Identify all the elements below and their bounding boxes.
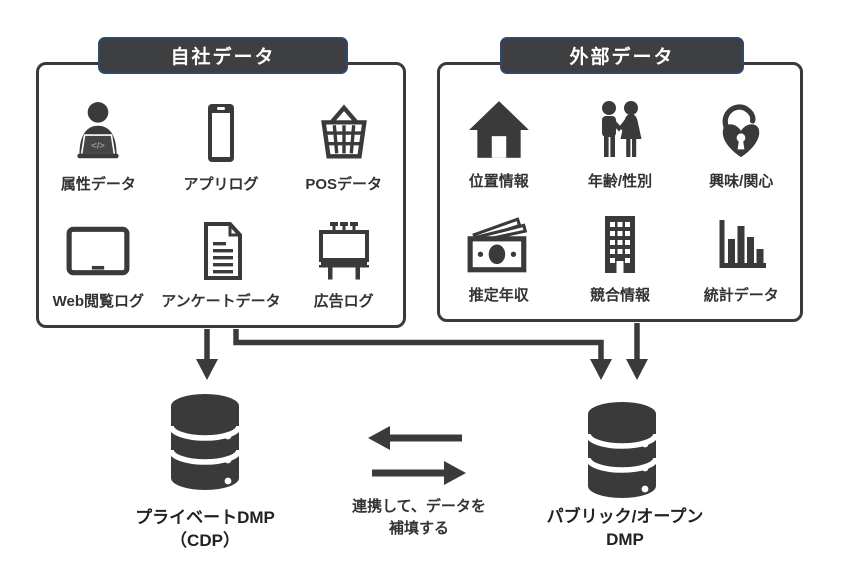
- item-label: Web閲覧ログ: [52, 293, 145, 310]
- house-icon: [466, 97, 532, 165]
- item-label: 推定年収: [468, 287, 529, 304]
- document-icon: [189, 217, 253, 285]
- item-competitor-info: 競合情報: [551, 199, 688, 313]
- item-label: POSデータ: [305, 176, 382, 193]
- tablet-icon: [65, 217, 131, 285]
- item-interest: 興味/関心: [689, 85, 794, 199]
- item-survey-data: アンケートデータ: [152, 202, 291, 319]
- item-location-info: 位置情報: [446, 85, 551, 199]
- item-ad-log: 広告ログ: [290, 202, 397, 319]
- exchange-note-line2: 補填する: [388, 519, 449, 537]
- private-dmp-label-line2: （CDP）: [170, 530, 240, 550]
- bar-chart-icon: [709, 211, 773, 279]
- item-age-gender: 年齢/性別: [551, 85, 688, 199]
- couple-icon: [588, 97, 652, 165]
- public-dmp-label-line1: パブリック/オープン: [546, 507, 704, 526]
- public-dmp-label-line2: DMP: [606, 529, 644, 549]
- item-pos-data: POSデータ: [290, 85, 397, 202]
- building-icon: [588, 211, 652, 279]
- item-label: 年齢/性別: [587, 173, 653, 190]
- external-data-header: 外部データ: [500, 37, 744, 74]
- shopping-basket-icon: [313, 100, 375, 168]
- money-icon: [466, 211, 532, 279]
- svg-text:</>: </>: [92, 140, 106, 150]
- item-attribute-data: </> 属性データ: [45, 85, 152, 202]
- smartphone-icon: [189, 100, 253, 168]
- heart-lock-icon: [710, 97, 772, 165]
- item-web-log: Web閲覧ログ: [45, 202, 152, 319]
- public-dmp-database-icon: [584, 401, 660, 504]
- private-dmp-label: プライベートDMP （CDP）: [95, 507, 315, 553]
- item-statistics-data: 統計データ: [689, 199, 794, 313]
- item-label: 統計データ: [703, 287, 779, 304]
- swap-arrows-icon: [368, 426, 466, 485]
- private-dmp-database-icon: [167, 393, 243, 496]
- external-data-box: 位置情報 年: [437, 62, 803, 322]
- person-laptop-icon: </>: [65, 100, 131, 168]
- public-dmp-label: パブリック/オープン DMP: [520, 506, 730, 552]
- exchange-note-line1: 連携して、データを: [352, 498, 486, 515]
- own-data-box: </> 属性データ アプリログ: [36, 62, 406, 328]
- item-app-log: アプリログ: [152, 85, 291, 202]
- item-label: 競合情報: [589, 287, 650, 304]
- item-label: 位置情報: [468, 173, 529, 190]
- item-estimated-income: 推定年収: [446, 199, 551, 313]
- item-label: 広告ログ: [313, 293, 374, 310]
- own-data-items: </> 属性データ アプリログ: [45, 85, 397, 319]
- exchange-note: 連携して、データを 補填する: [330, 496, 508, 540]
- private-dmp-label-line1: プライベートDMP: [135, 508, 275, 527]
- item-label: アンケートデータ: [161, 293, 281, 310]
- own-data-header: 自社データ: [98, 37, 348, 74]
- item-label: アプリログ: [183, 176, 259, 193]
- external-data-items: 位置情報 年: [446, 85, 794, 313]
- billboard-icon: [312, 217, 376, 285]
- item-label: 興味/関心: [709, 173, 774, 190]
- item-label: 属性データ: [60, 176, 136, 193]
